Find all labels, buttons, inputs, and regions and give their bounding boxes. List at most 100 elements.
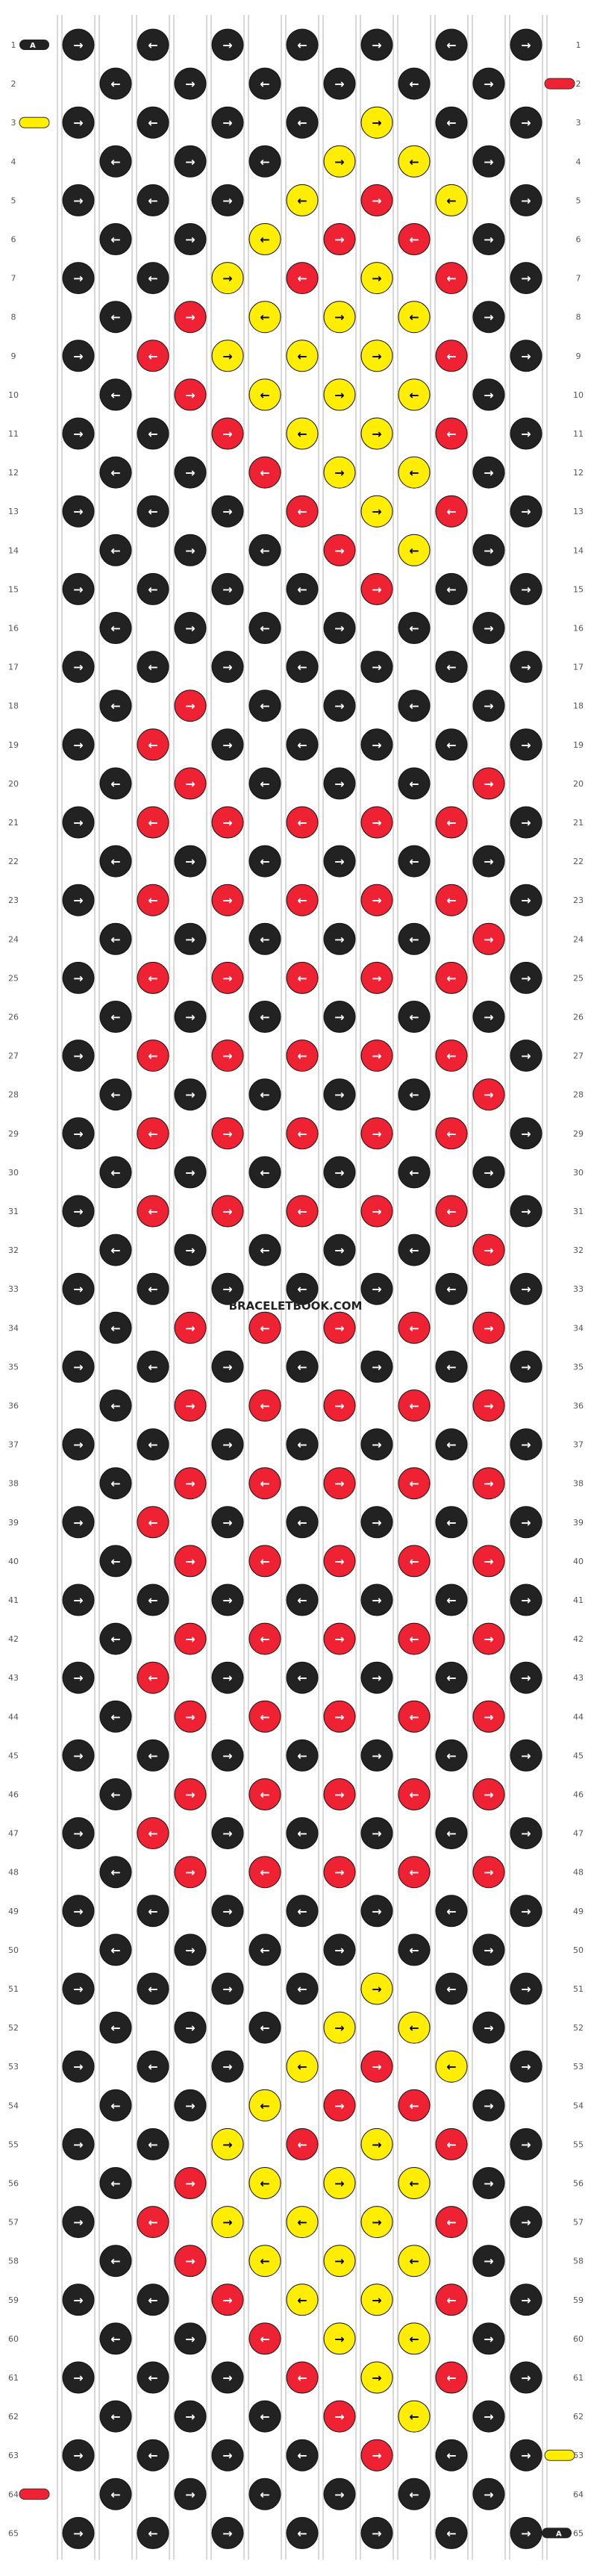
knot: ← [137,1739,169,1772]
knot-arrow: → [521,2137,531,2151]
row-label: 21 [573,818,584,828]
knot-circle [323,2400,356,2433]
knot-circle [62,1195,95,1228]
row-label: 35 [573,1362,584,1372]
knot-arrow: ← [409,1632,419,1646]
knot-circle [174,1467,207,1500]
knot-arrow: ← [446,1748,456,1763]
row-label: 30 [573,1168,584,1178]
knot-circle [174,2245,207,2278]
knot-circle [398,2245,431,2278]
knot: ← [137,1972,169,2005]
knot-arrow: ← [297,116,307,130]
knot-circle [174,1778,207,1810]
knot-circle [99,223,132,255]
knot-arrow: → [73,1049,83,1063]
knot-arrow: → [222,1438,232,1452]
knot-circle [510,1272,542,1305]
knot-arrow: ← [110,1943,120,1957]
row-label: 23 [573,895,584,905]
knot-arrow: → [185,2177,195,2191]
knot-circle [248,1778,281,1810]
knot-arrow: ← [260,154,269,169]
knot: ← [398,1700,431,1733]
knot: → [211,1350,244,1383]
knot: ← [248,2167,281,2199]
row-label: 16 [573,624,584,634]
knot-circle [472,1001,505,1033]
knot-circle [472,690,505,722]
knot: ← [248,1156,281,1189]
knot-arrow: → [334,699,344,713]
knot-circle [360,1117,393,1150]
row-label: 63 [8,2451,19,2460]
knot-arrow: ← [297,504,307,519]
knot-circle [510,1195,542,1228]
knot-circle [398,2477,431,2510]
knot-circle [323,378,356,411]
knot: → [62,1739,95,1772]
knot-arrow: ← [110,1243,120,1257]
knot: → [510,1972,542,2005]
knot-circle [99,1234,132,1266]
knot: → [472,922,505,955]
knot-arrow: → [334,2254,344,2269]
row-label: 23 [8,895,19,905]
knot: → [174,301,207,334]
knot: ← [435,1350,468,1383]
knot-circle [174,1078,207,1111]
knot-arrow: ← [110,2410,120,2424]
knot-arrow: → [372,1671,381,1685]
knot-arrow: → [484,1477,493,1491]
row-label: 6 [11,235,16,245]
knot-arrow: → [484,310,493,325]
knot-circle [472,2477,505,2510]
knot: ← [137,728,169,761]
knot-circle [286,884,319,916]
knot-circle [286,106,319,139]
knot: ← [435,2361,468,2394]
knot: → [211,1117,244,1150]
knot-circle [62,961,95,994]
knot-arrow: → [185,1243,195,1257]
knot-circle [286,1117,319,1150]
row-label: 51 [573,1984,584,1994]
knot-circle [62,1350,95,1383]
knot: ← [286,884,319,916]
knot: → [174,1778,207,1810]
knot: ← [248,301,281,334]
knot-circle [286,340,319,372]
knot-circle [211,106,244,139]
knot: → [211,1739,244,1772]
knot-arrow: ← [446,1827,456,1841]
row-label: 1 [11,40,16,50]
row-label: 39 [573,1518,584,1528]
knot-arrow: ← [409,77,419,91]
knot: → [323,1778,356,1810]
knot-circle [248,845,281,878]
row-label: 56 [8,2179,19,2189]
knot-arrow: → [372,1127,381,1141]
knot-circle [62,1661,95,1694]
knot-circle [137,417,169,450]
knot-circle [510,495,542,528]
knot-arrow: ← [110,1554,120,1569]
knot-arrow: ← [409,1788,419,1802]
knot-arrow: → [185,388,195,402]
knot: → [360,1739,393,1772]
knot-circle [211,651,244,684]
knot-arrow: ← [409,2098,419,2113]
row-label: 48 [573,1868,584,1878]
knot-arrow: → [521,1360,531,1374]
knot: ← [248,456,281,489]
knot-arrow: ← [409,388,419,402]
knot-circle [435,1817,468,1850]
knot: → [211,1195,244,1228]
knot-circle [62,106,95,139]
knot-arrow: ← [148,2448,157,2463]
row-label: 53 [8,2062,19,2072]
knot-arrow: → [185,622,195,636]
knot-arrow: ← [110,388,120,402]
knot-arrow: → [372,1516,381,1530]
knot-circle [323,922,356,955]
